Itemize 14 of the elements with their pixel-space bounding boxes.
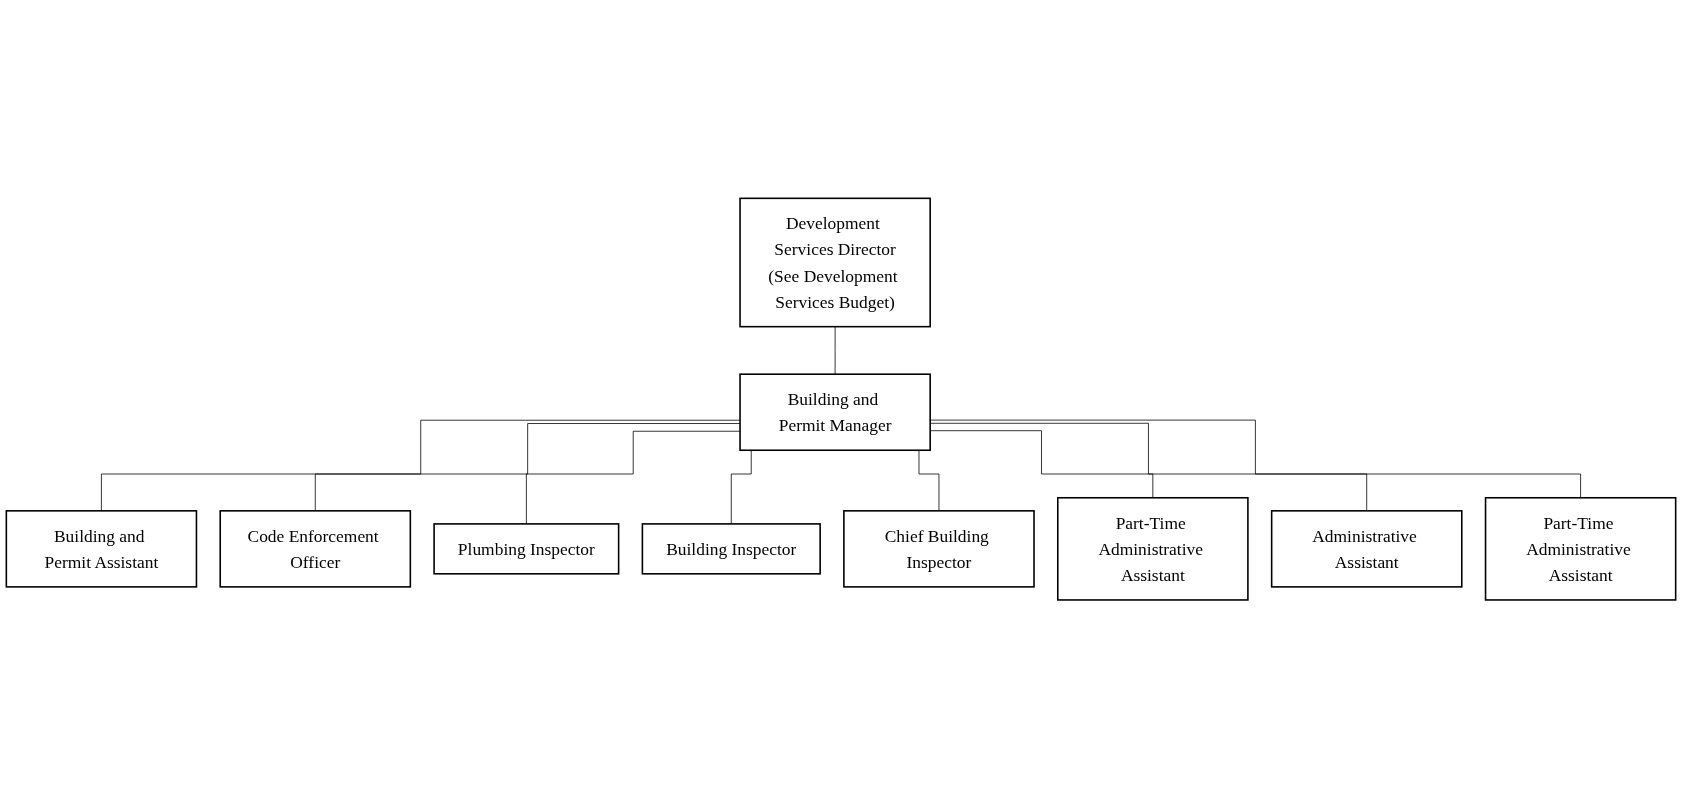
connector: [101, 420, 741, 512]
node-box: Administrative Assistant: [1270, 510, 1463, 588]
connector: [314, 423, 741, 512]
node-box: Part-Time Administrative Assistant: [1484, 497, 1677, 602]
node-box: Building and Permit Manager: [739, 373, 931, 452]
node-box: Building Inspector: [641, 523, 821, 575]
node-box: Chief Building Inspector: [843, 510, 1035, 588]
node-box: Part-Time Administrative Assistant: [1057, 497, 1249, 602]
node-box: Building and Permit Assistant: [5, 510, 198, 588]
connector: [525, 431, 741, 525]
connector: [834, 326, 836, 375]
node-box: Development Services Director (See Development Services Budget): [739, 197, 931, 328]
node-box: Code Enforcement Officer: [219, 510, 412, 588]
node-box: Plumbing Inspector: [433, 523, 620, 575]
